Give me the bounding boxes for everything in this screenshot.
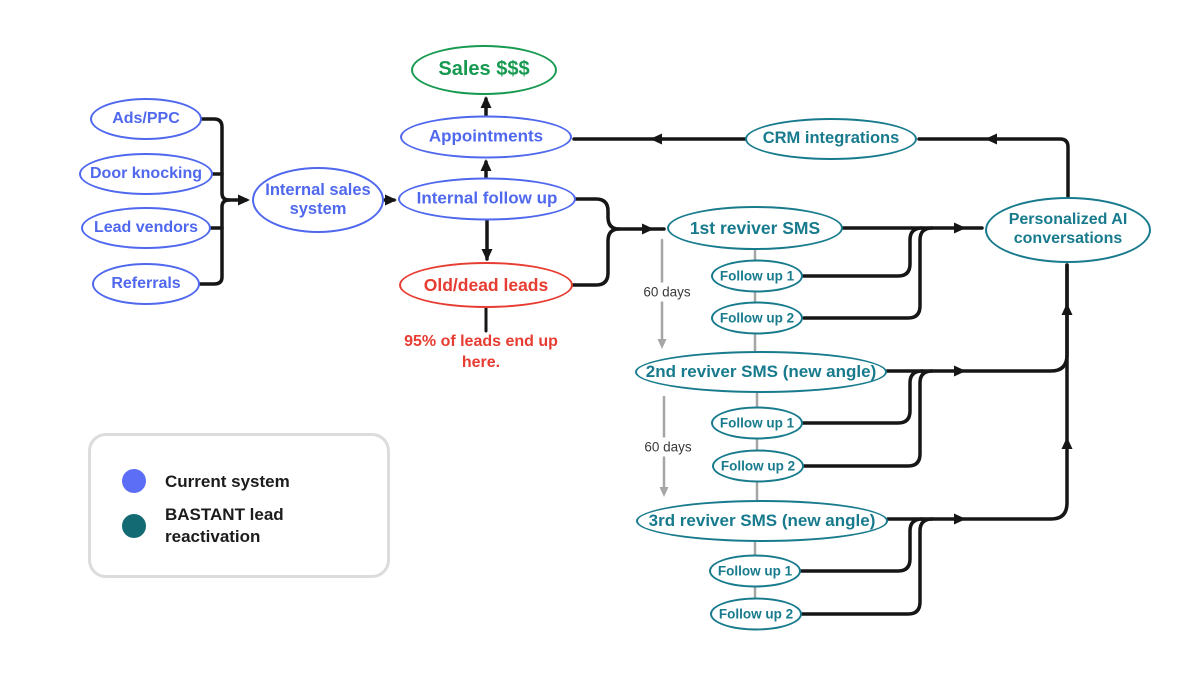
node-old-dead-leads: Old/dead leads (399, 262, 573, 308)
arrowhead-to-sales (480, 96, 492, 108)
arrowhead-to-appointments (480, 159, 492, 171)
connector-follow-up-to-merge (574, 197, 666, 231)
connector-sources-trunk-bottom (198, 198, 231, 286)
connector-dead-leads-to-merge (571, 227, 621, 287)
node-reviver1-follow-up-2: Follow up 2 (711, 301, 803, 335)
node-personalized-ai: Personalized AI conversations (985, 197, 1151, 263)
connector-r2-fu2-join (802, 369, 934, 468)
dead-leads-note: 95% of leads end up here. (404, 333, 558, 371)
legend-bastant-dot (122, 514, 146, 538)
arrowhead-ai-to-crm (985, 133, 997, 145)
arrowhead-up-to-ai-2 (1061, 437, 1073, 449)
legend-current-system-label: Current system (165, 472, 290, 491)
arrowhead-to-internal-follow-up (385, 194, 397, 206)
node-door-knocking: Door knocking (79, 153, 213, 195)
node-reviver3-follow-up-1: Follow up 1 (709, 554, 801, 588)
node-reviver2-follow-up-1: Follow up 1 (711, 406, 803, 440)
connector-r3-fu1-join (799, 517, 924, 573)
arrowhead-reviver3-to-ai (954, 513, 966, 525)
node-crm-integrations: CRM integrations (745, 118, 917, 160)
connector-r1-fu1-join (801, 226, 924, 278)
node-referrals: Referrals (92, 263, 200, 305)
arrowhead-up-to-ai-1 (1061, 303, 1073, 315)
connector-ai-to-crm (917, 137, 1070, 199)
connector-r1-fu2-join (802, 226, 934, 320)
arrowhead-to-sales-system (238, 194, 250, 206)
wait-arrow-2-head (659, 487, 669, 497)
node-internal-sales-system: Internal sales system (252, 167, 384, 233)
node-reviver2-follow-up-2: Follow up 2 (712, 449, 804, 483)
arrowhead-crm-to-appointments (650, 133, 662, 145)
node-ads-ppc: Ads/PPC (90, 98, 202, 140)
connector-r2-fu1-join (801, 369, 924, 425)
arrowhead-to-dead-leads (481, 249, 493, 261)
arrowhead-reviver2-to-ai (954, 365, 966, 377)
legend: Current system BASTANT lead reactivation (88, 433, 390, 578)
connector-reviver3-to-ai (886, 263, 1069, 521)
node-reviver2: 2nd reviver SMS (new angle) (635, 351, 887, 393)
node-reviver1-follow-up-1: Follow up 1 (711, 259, 803, 293)
wait-label-2: 60 days (640, 437, 696, 457)
node-lead-vendors: Lead vendors (81, 207, 211, 249)
node-internal-follow-up: Internal follow up (398, 177, 576, 221)
legend-bastant-label: BASTANT lead reactivation (165, 505, 284, 547)
node-sales: Sales $$$ (411, 45, 557, 95)
wait-label-1: 60 days (639, 282, 695, 302)
node-reviver1: 1st reviver SMS (667, 206, 843, 250)
arrowhead-reviver1-to-ai (954, 222, 966, 234)
node-reviver3-follow-up-2: Follow up 2 (710, 597, 802, 631)
arrowhead-to-reviver1 (642, 223, 654, 235)
legend-current-system-dot (122, 469, 146, 493)
node-reviver3: 3rd reviver SMS (new angle) (636, 500, 888, 542)
wait-arrow-1-head (657, 339, 667, 349)
connector-r3-fu2-join (800, 517, 934, 616)
node-appointments: Appointments (400, 115, 572, 159)
connector-sources-trunk-top (200, 117, 248, 202)
